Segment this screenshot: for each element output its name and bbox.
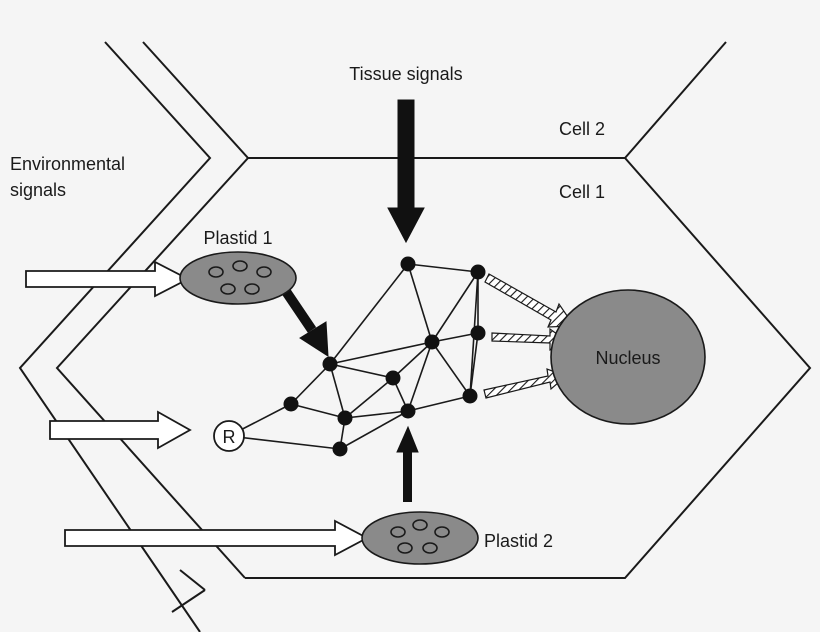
plastid2-to-network-arrow-shaft: [403, 448, 412, 502]
plastid2-label: Plastid 2: [484, 531, 553, 551]
network-node: [400, 403, 416, 419]
env-arrow-to-receptor: [49, 410, 192, 450]
cell1-label: Cell 1: [559, 182, 605, 202]
cell-wall-lower-outer2: [171, 589, 206, 613]
cell2-label: Cell 2: [559, 119, 605, 139]
tissue-signals-label: Tissue signals: [349, 64, 462, 84]
cell1-boundary: [245, 157, 812, 579]
signaling-network-nodes: [283, 256, 486, 457]
tissue-signal-arrow: [387, 99, 425, 244]
network-node: [400, 256, 416, 272]
cell-wall-outer: [18, 41, 212, 632]
cell-outlines: [18, 41, 812, 632]
network-node: [385, 370, 401, 386]
env-arrow-to-plastid2: [64, 519, 369, 557]
plastid2-to-network-arrow-head: [396, 425, 419, 453]
network-node: [332, 441, 348, 457]
network-node: [424, 334, 440, 350]
plastid1-to-network-arrow-head: [299, 321, 329, 357]
receptor: R: [213, 420, 245, 452]
nucleus-body: [550, 289, 706, 425]
nucleus-label: Nucleus: [595, 348, 660, 368]
network-node: [337, 410, 353, 426]
nucleus: Nucleus: [550, 289, 706, 425]
network-node: [462, 388, 478, 404]
plastid2: [361, 511, 479, 565]
env-arrow-to-plastid1: [25, 260, 190, 298]
network-node: [283, 396, 299, 412]
signaling-network-edges: [228, 263, 479, 450]
network-node: [322, 356, 338, 372]
receptor-circle: [213, 420, 245, 452]
plastid1-to-network-arrow-shaft: [280, 287, 317, 333]
plastid1: [179, 251, 297, 305]
receptor-label: R: [223, 427, 236, 447]
cell-wall-lower-outer: [179, 569, 206, 591]
environmental-signals-label-line2: signals: [10, 180, 66, 200]
plastid2-body: [361, 511, 479, 565]
plastid1-label: Plastid 1: [203, 228, 272, 248]
network-node: [470, 325, 486, 341]
environmental-signals-label-line1: Environmental: [10, 154, 125, 174]
cell2-boundary: [624, 41, 727, 159]
cell-wall-inner: [55, 41, 250, 579]
plastid1-body: [179, 251, 297, 305]
hatched-arrow-1: [484, 273, 576, 328]
network-node: [470, 264, 486, 280]
